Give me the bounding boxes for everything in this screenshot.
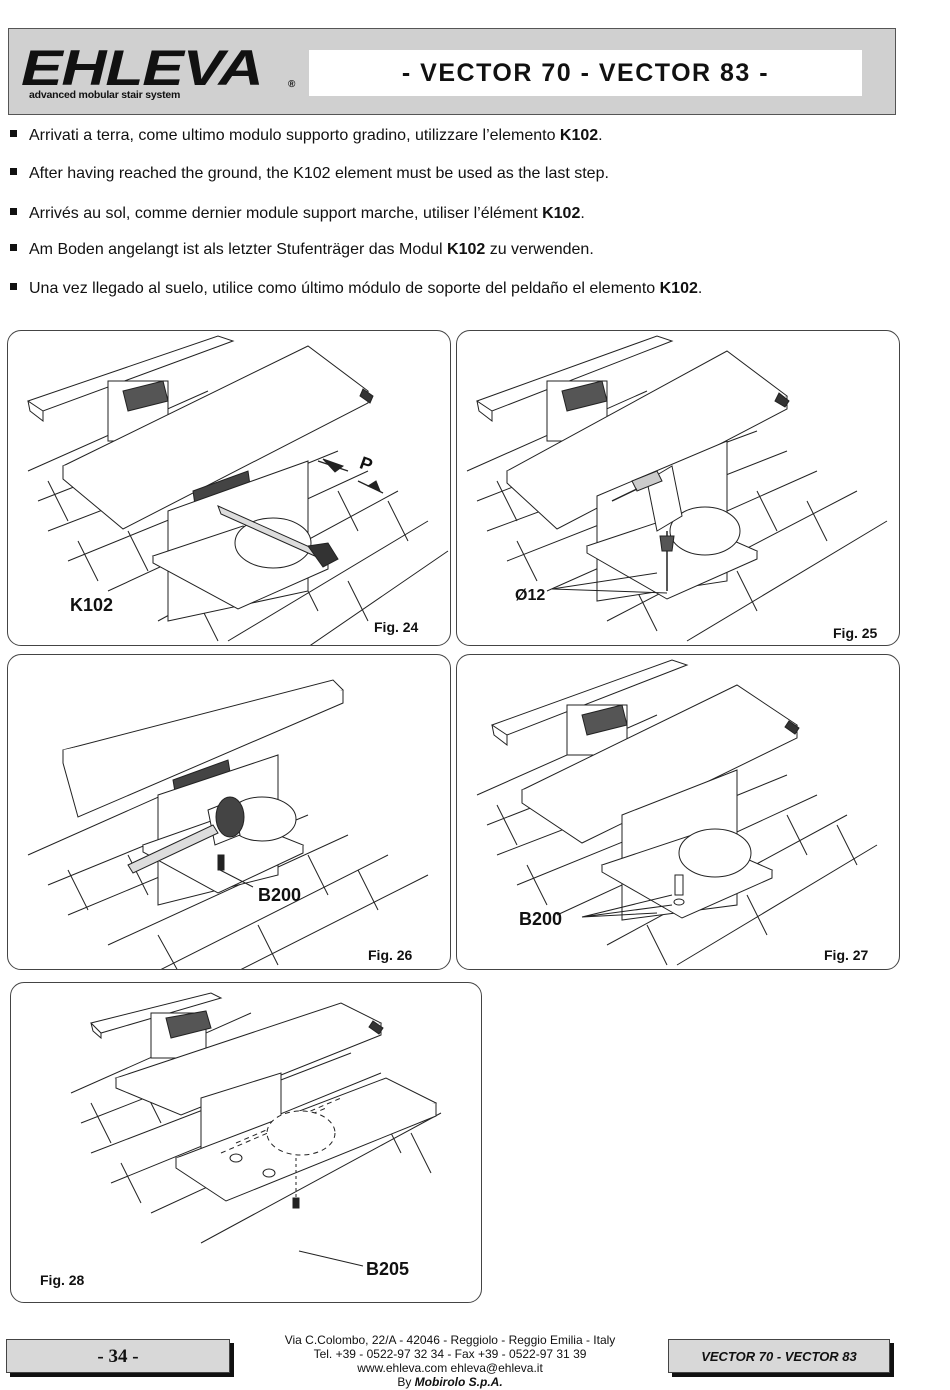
bullet-square-icon [10, 244, 17, 251]
phone-fax-line: Tel. +39 - 0522-97 32 34 - Fax +39 - 052… [313, 1347, 587, 1361]
figure-28-panel: B205 Fig. 28 [10, 982, 482, 1303]
figure-25-caption: Fig. 25 [833, 625, 878, 641]
figure-26-drawing [27, 679, 429, 969]
address-line: Via C.Colombo, 22/A - 42046 - Reggiolo -… [284, 1333, 616, 1347]
figure-24-caption: Fig. 24 [374, 619, 419, 635]
company-byline: By Mobirolo S.p.A. [397, 1375, 503, 1389]
logo-tagline: advanced mobular stair system [29, 89, 181, 101]
product-name-box: VECTOR 70 - VECTOR 83 [668, 1339, 890, 1373]
bullet-square-icon [10, 168, 17, 175]
bullet-square-icon [10, 208, 17, 215]
title-box: - VECTOR 70 - VECTOR 83 - [309, 50, 862, 96]
ehleva-logo: EHLEVA ® advanced mobular stair system [21, 41, 301, 103]
page-header: EHLEVA ® advanced mobular stair system -… [8, 28, 896, 115]
logo-wordmark: EHLEVA [21, 40, 264, 96]
part-code-b200: B200 [258, 885, 302, 905]
figure-28-caption: Fig. 28 [40, 1272, 85, 1288]
product-name: VECTOR 70 - VECTOR 83 [701, 1349, 857, 1364]
company-address: Via C.Colombo, 22/A - 42046 - Reggiolo -… [250, 1333, 650, 1389]
document-title: - VECTOR 70 - VECTOR 83 - [401, 59, 770, 87]
figure-27-caption: Fig. 27 [824, 947, 869, 963]
figure-27-panel: B200 Fig. 27 [456, 654, 900, 970]
figure-24-drawing [26, 335, 449, 645]
part-code-b200: B200 [519, 909, 563, 929]
bullet-square-icon [10, 283, 17, 290]
part-code-b205: B205 [366, 1259, 410, 1279]
figure-24-panel: K102 P Fig. 24 [7, 330, 451, 646]
bullet-square-icon [10, 130, 17, 137]
figure-28-drawing [70, 992, 442, 1267]
figure-25-panel: Ø12 Fig. 25 [456, 330, 900, 646]
registered-mark: ® [288, 79, 296, 90]
page-number-box: - 34 - [6, 1339, 230, 1373]
drill-diameter-label: Ø12 [515, 587, 546, 604]
figure-26-caption: Fig. 26 [368, 947, 413, 963]
figure-25-drawing [466, 335, 888, 642]
part-code-k102: K102 [70, 595, 114, 615]
figure-26-panel: B200 Fig. 26 [7, 654, 451, 970]
web-email-line: www.ehleva.com ehleva@ehleva.it [357, 1361, 543, 1375]
page-number: - 34 - [97, 1346, 139, 1367]
figure-27-drawing [476, 659, 878, 966]
